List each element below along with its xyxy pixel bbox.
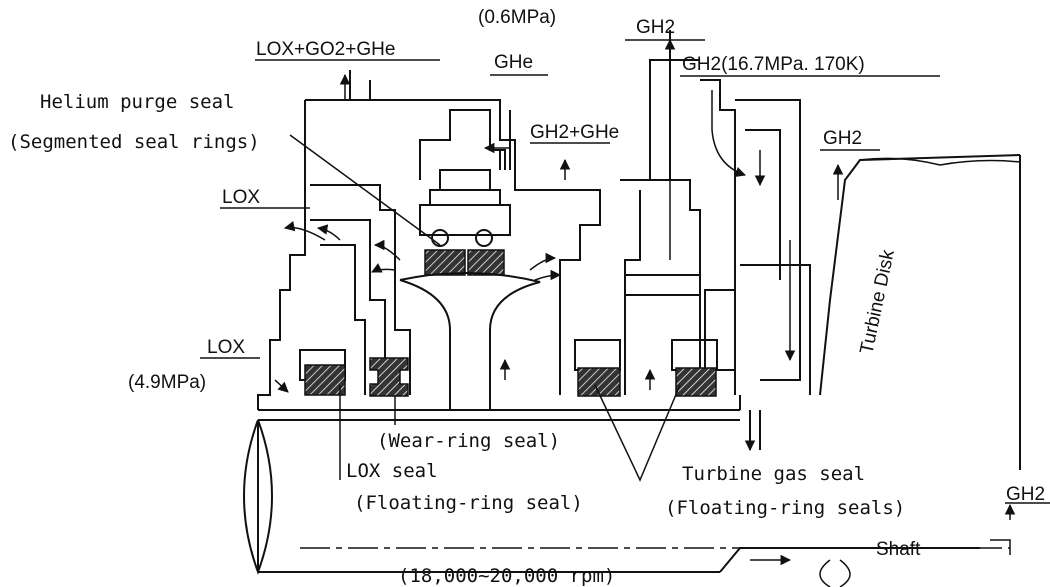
label-lox-go2-ghe: LOX+GO2+GHe	[256, 39, 395, 60]
label-gh2-top: GH2	[636, 17, 675, 38]
turbine-housing	[530, 30, 811, 450]
label-wear-ring-seal: (Wear-ring seal)	[377, 430, 560, 452]
helium-purge-seal-ring-2	[467, 249, 505, 276]
leader-lines	[200, 39, 1050, 504]
label-segmented-seal-rings: (Segmented seal rings)	[8, 131, 260, 153]
label-floating-ring-seals: (Floating-ring seals)	[665, 497, 905, 519]
wear-ring-seal	[369, 357, 409, 397]
label-lox-lower: LOX	[207, 337, 245, 358]
label-lox-pressure: (4.9MPa)	[128, 372, 206, 393]
label-gh2-right: GH2	[1006, 484, 1045, 505]
lox-floating-ring-seal	[304, 364, 346, 396]
turbine-disk	[819, 154, 1021, 470]
helium-purge-seal-ring-1	[424, 249, 466, 276]
label-ghe: GHe	[494, 52, 533, 73]
label-lox-upper: LOX	[222, 187, 260, 208]
label-gh2-ghe: GH2+GHe	[530, 122, 619, 143]
label-shaft: Shaft	[876, 539, 921, 560]
label-turbine-disk: Turbine Disk	[856, 248, 899, 356]
helium-purge-region	[399, 110, 541, 410]
label-floating-ring-seal: (Floating-ring seal)	[354, 492, 583, 514]
turbine-seal-ring-frame-2	[671, 339, 718, 371]
label-lox-seal: LOX seal	[346, 460, 438, 482]
label-helium-purge-seal: Helium purge seal	[40, 91, 234, 113]
flow-arrows	[274, 38, 1016, 566]
pump-housing	[257, 70, 740, 411]
label-ghe-pressure: (0.6MPa)	[478, 7, 556, 28]
label-rpm: (18,000~20,000 rpm)	[398, 565, 615, 587]
turbine-seal-ring-frame-1	[574, 339, 621, 371]
turbine-floating-ring-seal-1	[577, 367, 621, 397]
label-gh2-turbine: GH2	[823, 128, 862, 149]
label-gh2-inlet: GH2(16.7MPa. 170K)	[682, 54, 865, 75]
shaft-body	[243, 419, 1011, 587]
label-turbine-gas-seal: Turbine gas seal	[682, 463, 865, 485]
turbine-floating-ring-seal-2	[675, 367, 717, 397]
